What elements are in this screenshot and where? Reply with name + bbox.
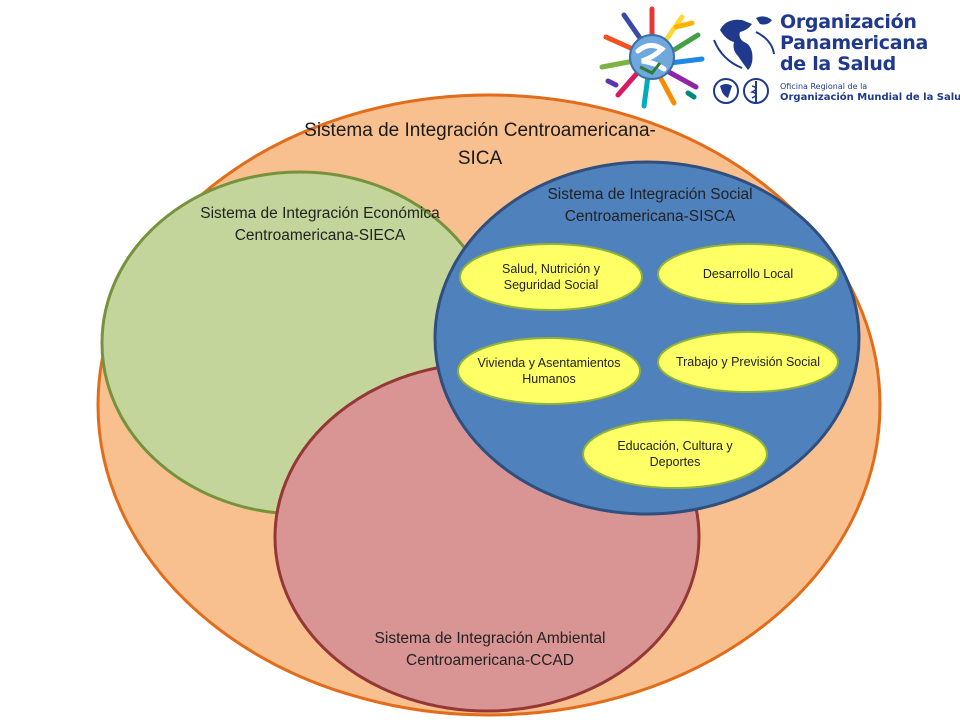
- ccad-label: Sistema de Integración Ambiental Centroa…: [374, 630, 606, 669]
- americas-globe-icon: [713, 16, 775, 70]
- topic-salud-shape: [459, 243, 643, 311]
- sica-label: Sistema de Integración Centroamericana-S…: [304, 120, 656, 169]
- topic-educacion-shape: [582, 419, 768, 489]
- topic-vivienda-shape: [457, 337, 641, 405]
- topic-trabajo-label: Trabajo y Previsión Social: [675, 355, 821, 369]
- sisca-label: Sistema de Integración Social Centroamer…: [547, 186, 753, 225]
- sieca-label: Sistema de Integración Económica Centroa…: [200, 205, 440, 244]
- topic-trabajo: Trabajo y Previsión Social: [660, 334, 836, 390]
- topic-salud-label: Salud, Nutrición y Seguridad Social: [502, 262, 600, 292]
- ops-name: Organización Panamericana de la Salud: [780, 11, 928, 75]
- ops-who: Organización Mundial de la Salud: [780, 92, 960, 103]
- topic-desarrollo-label: Desarrollo Local: [702, 267, 794, 281]
- topic-educacion: Educación, Cultura y Deportes: [584, 420, 766, 488]
- topic-salud: Salud, Nutrición y Seguridad Social: [462, 246, 640, 308]
- sica-logo: [599, 6, 705, 109]
- topic-desarrollo-shape: [657, 243, 839, 305]
- ops-logo: Organización Panamericana de la Salud Of…: [712, 8, 960, 108]
- topic-educacion-label: Educación, Cultura y Deportes: [617, 439, 733, 469]
- topic-desarrollo: Desarrollo Local: [660, 246, 836, 302]
- topic-vivienda: Vivienda y Asentamientos Humanos: [460, 340, 638, 402]
- topic-trabajo-shape: [657, 331, 839, 393]
- paho-who-seals-icon: [713, 78, 769, 104]
- topic-vivienda-label: Vivienda y Asentamientos Humanos: [477, 356, 621, 386]
- ops-office: Oficina Regional de la: [780, 82, 868, 91]
